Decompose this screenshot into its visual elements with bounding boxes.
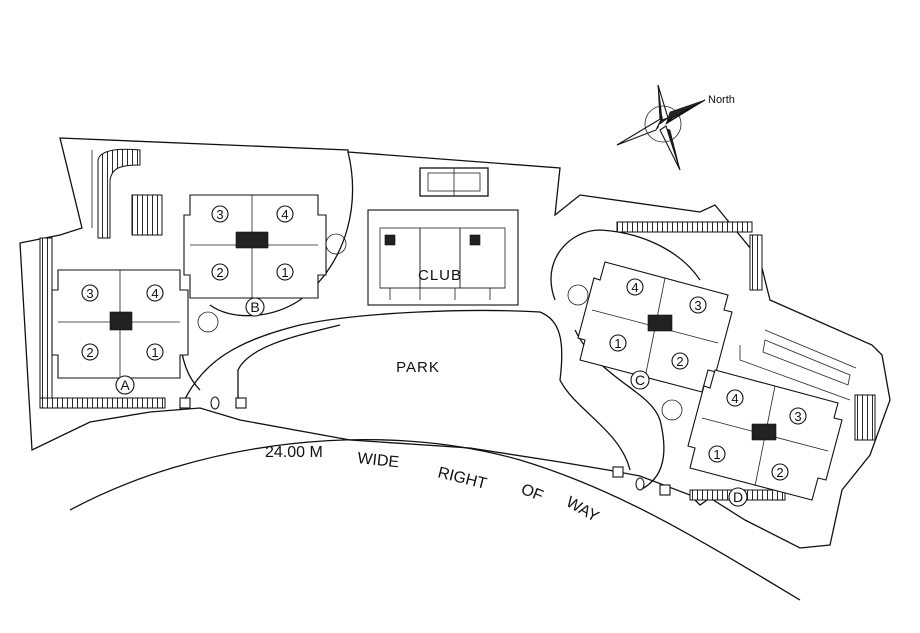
tower-b-unit-3: 2 xyxy=(216,265,223,280)
tower-c-unit-3: 1 xyxy=(614,336,621,351)
tower-b-unit-2: 4 xyxy=(281,207,288,222)
gates xyxy=(179,396,671,496)
road-word-2: WIDE xyxy=(357,450,400,471)
tower-b-unit-1: 3 xyxy=(216,207,223,222)
tower-c xyxy=(577,261,733,393)
tower-b xyxy=(183,194,327,317)
tower-c-label: C xyxy=(635,372,645,388)
road-label: 24.00 M WIDE RIGHT OF WAY xyxy=(265,444,602,526)
tower-c-unit-2: 3 xyxy=(694,298,701,313)
tower-a-unit-3: 2 xyxy=(86,345,93,360)
tower-d-unit-4: 2 xyxy=(776,465,783,480)
road-word-5: WAY xyxy=(563,494,602,526)
road-word-3: RIGHT xyxy=(436,464,489,493)
tower-a-unit-1: 3 xyxy=(86,286,93,301)
tower-a-unit-4: 1 xyxy=(151,345,158,360)
club-label: CLUB xyxy=(418,267,462,284)
tower-b-unit-4: 1 xyxy=(281,265,288,280)
road-word-4: OF xyxy=(519,481,546,505)
tower-d-unit-2: 3 xyxy=(794,409,801,424)
north-label: North xyxy=(708,94,735,106)
parking-strips xyxy=(39,148,876,501)
road-right-of-way xyxy=(69,439,801,601)
sports-court xyxy=(419,167,489,197)
club-building xyxy=(367,209,519,306)
circular-features xyxy=(197,233,683,421)
tower-d xyxy=(687,369,843,507)
north-compass-icon xyxy=(616,84,706,171)
tower-d-unit-1: 4 xyxy=(731,391,738,406)
park-label: PARK xyxy=(396,359,440,376)
tower-d-label: D xyxy=(733,489,743,505)
tower-c-unit-1: 4 xyxy=(631,280,638,295)
tower-b-label: B xyxy=(250,299,259,315)
road-word-1: 24.00 M xyxy=(265,444,323,461)
tower-a-unit-2: 4 xyxy=(151,286,158,301)
tower-a-label: A xyxy=(120,377,130,393)
site-boundary xyxy=(19,137,891,549)
tower-d-unit-3: 1 xyxy=(713,447,720,462)
tower-a xyxy=(51,269,189,395)
tower-c-unit-4: 2 xyxy=(676,354,683,369)
